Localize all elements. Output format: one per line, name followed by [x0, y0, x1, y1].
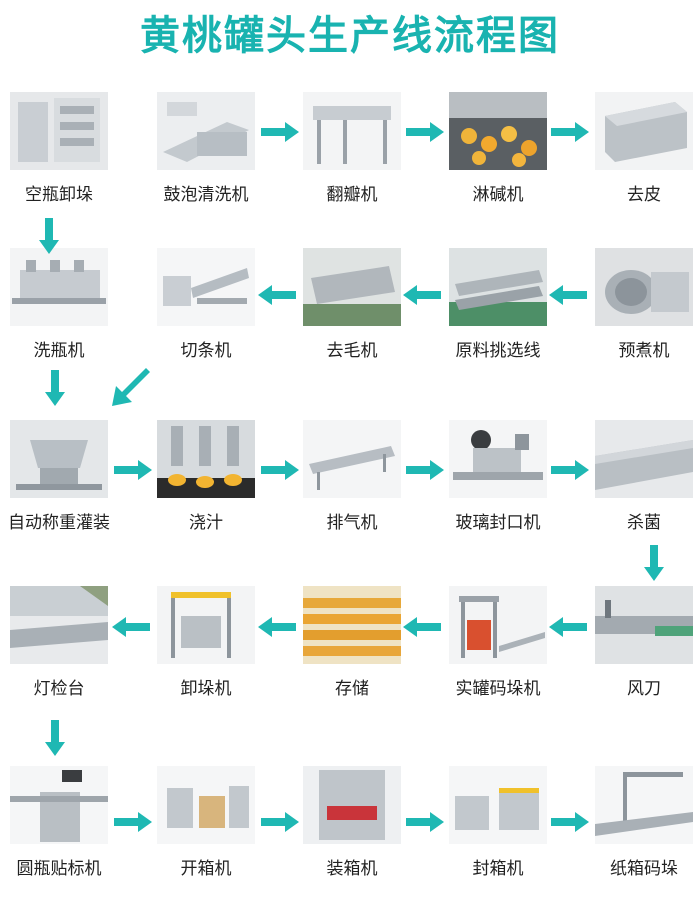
- arrow-left: [112, 617, 150, 637]
- arrow-right: [551, 122, 589, 142]
- machine-photo: [10, 586, 108, 664]
- step-label: 原料挑选线: [455, 341, 541, 361]
- step-label: 风刀: [627, 679, 661, 699]
- machine-photo: [595, 92, 693, 170]
- arrow-right: [406, 812, 444, 832]
- step-label: 淋碱机: [472, 185, 524, 205]
- machine-photo: [303, 766, 401, 844]
- machine-photo: [595, 766, 693, 844]
- machine-photo: [157, 92, 255, 170]
- arrow-right: [406, 460, 444, 480]
- arrow-right: [261, 122, 299, 142]
- machine-photo: [449, 92, 547, 170]
- machine-photo: [449, 420, 547, 498]
- step-label: 去毛机: [326, 341, 378, 361]
- machine-photo: [10, 420, 108, 498]
- step-label: 卸垛机: [180, 679, 232, 699]
- arrow-left: [549, 285, 587, 305]
- step-label: 杀菌: [627, 513, 661, 533]
- arrow-right: [551, 812, 589, 832]
- step-label: 切条机: [180, 341, 232, 361]
- machine-photo: [449, 766, 547, 844]
- machine-photo: [10, 248, 108, 326]
- arrow-right: [261, 460, 299, 480]
- arrow-down: [45, 720, 65, 756]
- step-label: 纸箱码垛: [610, 859, 678, 879]
- arrow-left: [258, 285, 296, 305]
- arrow-right: [261, 812, 299, 832]
- step-label: 洗瓶机: [33, 341, 85, 361]
- arrow-right: [114, 812, 152, 832]
- machine-photo: [303, 92, 401, 170]
- step-label: 封箱机: [472, 859, 524, 879]
- step-label: 实罐码垛机: [455, 679, 541, 699]
- arrow-down: [644, 545, 664, 581]
- step-label: 去皮: [627, 185, 661, 205]
- arrow-left: [258, 617, 296, 637]
- arrow-right: [551, 460, 589, 480]
- arrow-left: [403, 617, 441, 637]
- step-label: 圆瓶贴标机: [16, 859, 102, 879]
- machine-photo: [157, 248, 255, 326]
- machine-photo: [303, 248, 401, 326]
- arrow-down: [45, 370, 65, 406]
- step-label: 浇汁: [189, 513, 223, 533]
- step-label: 装箱机: [326, 859, 378, 879]
- arrow-down: [39, 218, 59, 254]
- machine-photo: [10, 92, 108, 170]
- step-label: 玻璃封口机: [455, 513, 541, 533]
- machine-photo: [449, 248, 547, 326]
- machine-photo: [303, 420, 401, 498]
- step-label: 空瓶卸垛: [25, 185, 93, 205]
- step-label: 开箱机: [180, 859, 232, 879]
- machine-photo: [595, 248, 693, 326]
- page-title: 黄桃罐头生产线流程图: [140, 13, 560, 59]
- machine-photo: [595, 420, 693, 498]
- step-label: 自动称重灌装: [8, 513, 110, 533]
- machine-photo: [157, 766, 255, 844]
- machine-photo: [595, 586, 693, 664]
- step-label: 灯检台: [33, 679, 85, 699]
- arrow-right: [114, 460, 152, 480]
- arrow-right: [406, 122, 444, 142]
- step-label: 排气机: [326, 513, 378, 533]
- machine-photo: [157, 586, 255, 664]
- arrow-diagonal: [110, 368, 150, 408]
- step-label: 存储: [335, 679, 369, 699]
- step-label: 鼓泡清洗机: [163, 185, 249, 205]
- machine-photo: [303, 586, 401, 664]
- machine-photo: [10, 766, 108, 844]
- step-label: 预煮机: [618, 341, 670, 361]
- arrow-left: [549, 617, 587, 637]
- arrow-left: [403, 285, 441, 305]
- step-label: 翻瓣机: [326, 185, 378, 205]
- machine-photo: [157, 420, 255, 498]
- machine-photo: [449, 586, 547, 664]
